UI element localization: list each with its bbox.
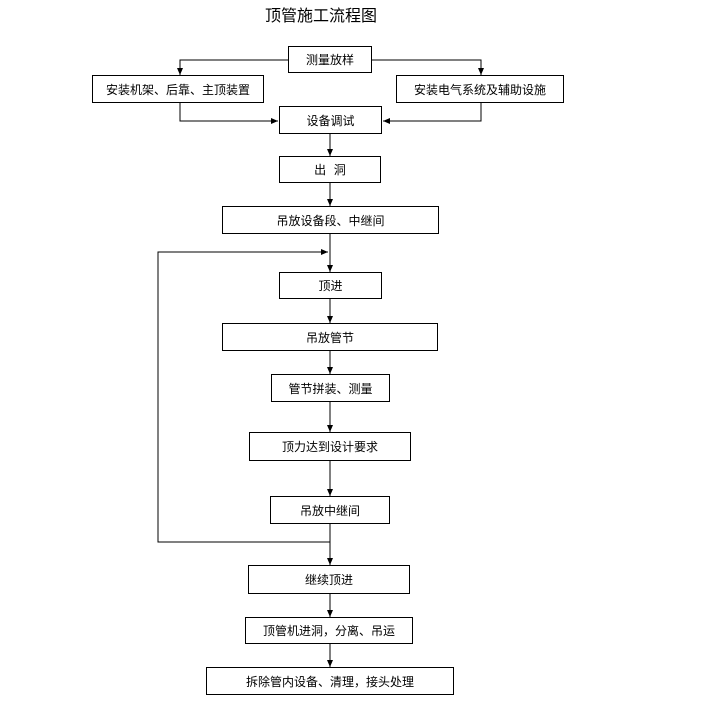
step-install-frame-label: 安装机架、后靠、主顶装置 bbox=[105, 82, 250, 97]
step-dismantle-label: 拆除管内设备、清理，接头处理 bbox=[245, 674, 414, 689]
step-machine-in-hole: 顶管机进洞，分离、吊运 bbox=[245, 617, 413, 644]
step-hoist-relay-label: 吊放中继间 bbox=[299, 503, 360, 518]
step-dismantle: 拆除管内设备、清理，接头处理 bbox=[206, 667, 454, 695]
step-install-electric-label: 安装电气系统及辅助设施 bbox=[413, 82, 546, 97]
loop-back-line bbox=[157, 249, 330, 543]
step-survey-label: 测量放样 bbox=[305, 53, 354, 67]
step-exit-hole: 出 洞 bbox=[279, 156, 381, 183]
step-hoist-pipe: 吊放管节 bbox=[222, 323, 438, 351]
step-hoist-pipe-label: 吊放管节 bbox=[305, 330, 354, 345]
step-assemble-measure-label: 管节拼装、测量 bbox=[288, 381, 373, 396]
step-force-reached: 顶力达到设计要求 bbox=[249, 432, 411, 461]
step-jacking: 顶进 bbox=[279, 272, 382, 299]
arrow-electric-to-debug bbox=[383, 103, 482, 124]
step-install-frame: 安装机架、后靠、主顶装置 bbox=[92, 75, 264, 103]
step-assemble-measure: 管节拼装、测量 bbox=[271, 374, 390, 402]
step-install-electric: 安装电气系统及辅助设施 bbox=[396, 75, 564, 103]
step-hoist-relay: 吊放中继间 bbox=[270, 496, 390, 524]
step-continue-jacking: 继续顶进 bbox=[248, 565, 410, 594]
step-survey: 测量放样 bbox=[288, 46, 372, 73]
step-exit-hole-label: 出 洞 bbox=[314, 163, 346, 177]
arrow-survey-to-frame bbox=[177, 59, 288, 75]
step-continue-jacking-label: 继续顶进 bbox=[304, 573, 353, 587]
page-title: 顶管施工流程图 bbox=[264, 6, 377, 25]
step-hoist-equipment-label: 吊放设备段、中继间 bbox=[276, 213, 385, 228]
step-force-reached-label: 顶力达到设计要求 bbox=[281, 440, 378, 454]
arrow-frame-to-debug bbox=[179, 103, 278, 124]
step-jacking-label: 顶进 bbox=[318, 279, 343, 293]
step-debug-label: 设备调试 bbox=[306, 113, 355, 128]
arrow-survey-to-electric bbox=[372, 59, 484, 75]
step-machine-in-hole-label: 顶管机进洞，分离、吊运 bbox=[262, 624, 395, 638]
step-debug: 设备调试 bbox=[279, 106, 382, 134]
step-hoist-equipment: 吊放设备段、中继间 bbox=[222, 206, 439, 234]
